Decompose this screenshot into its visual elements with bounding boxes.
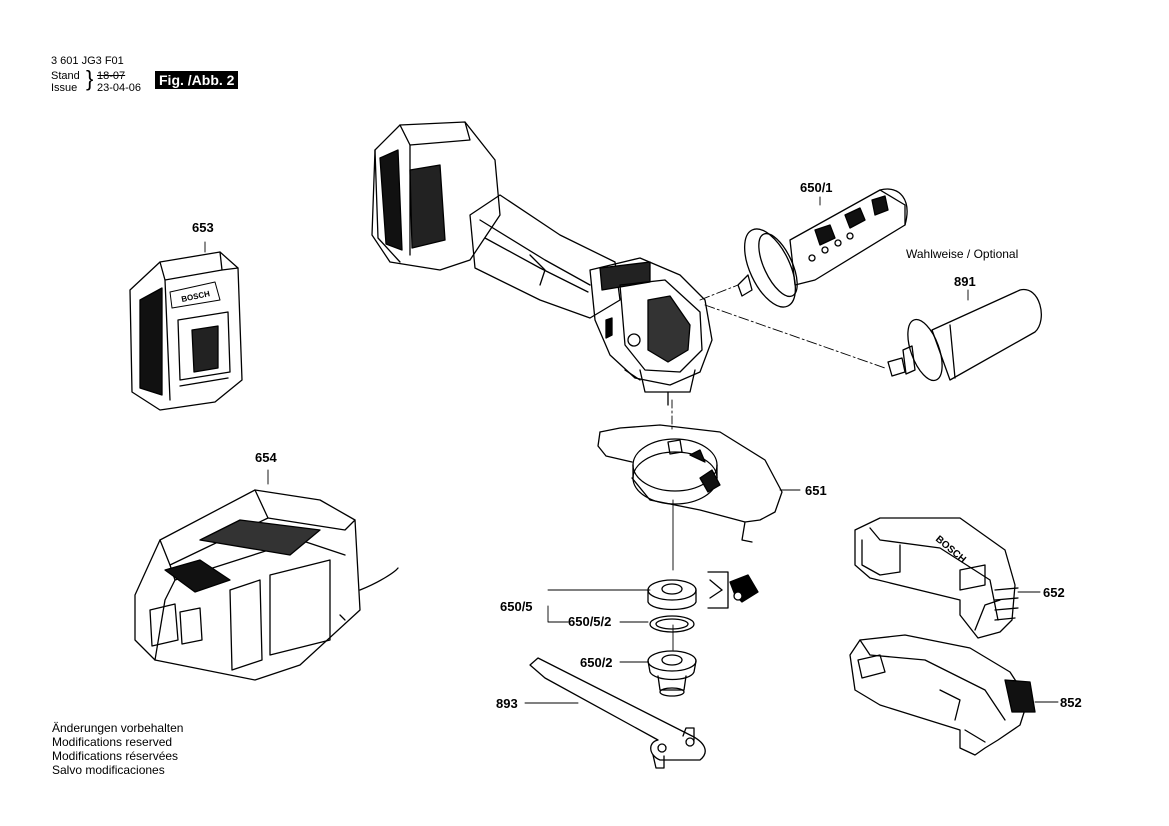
part-label-654: 654	[255, 450, 277, 465]
angle-grinder-drawing	[371, 121, 713, 406]
issue-label: Issue	[51, 82, 78, 94]
guard-651-drawing	[597, 424, 783, 543]
part-label-650-5: 650/5	[500, 599, 533, 614]
guard-brand-text: BOSCH	[933, 534, 968, 566]
doc-number: 3 601 JG3 F01	[51, 55, 124, 67]
part-label-650-2: 650/2	[580, 655, 613, 670]
footer-line-fr: Modifications réservées	[52, 749, 179, 763]
flange-650-5-drawing	[647, 579, 697, 633]
flange-650-2-drawing	[647, 650, 697, 697]
part-label-650-5-2: 650/5/2	[568, 614, 612, 629]
footer-line-es: Salvo modificaciones	[52, 763, 165, 777]
new-date: 23-04-06	[97, 82, 142, 94]
optional-note: Wahlweise / Optional	[906, 247, 1019, 261]
footer-line-de: Änderungen vorbehalten	[52, 721, 184, 735]
battery-pack-drawing: BOSCH	[129, 251, 243, 411]
stand-label: Stand	[51, 70, 80, 82]
side-handle-drawing	[737, 188, 908, 308]
footer-line-en: Modifications reserved	[52, 735, 173, 749]
part-label-852: 852	[1060, 695, 1082, 710]
guard-852-drawing	[849, 634, 1036, 756]
brace-glyph: }	[86, 66, 94, 91]
charger-drawing	[134, 489, 399, 681]
part-label-653: 653	[192, 220, 214, 235]
part-label-891: 891	[954, 274, 976, 289]
guard-652-drawing: BOSCH	[854, 517, 1019, 639]
part-label-650-1: 650/1	[800, 180, 833, 195]
part-label-893: 893	[496, 696, 518, 711]
leader-650-5-bracket	[547, 605, 569, 623]
spanner-drawing	[529, 657, 706, 769]
assembly-symbol-drawing	[707, 571, 759, 609]
svg-text:BOSCH: BOSCH	[181, 289, 211, 304]
handle-891-drawing	[887, 289, 1042, 382]
part-label-652: 652	[1043, 585, 1065, 600]
figure-label: Fig. /Abb. 2	[155, 71, 239, 89]
part-label-651: 651	[805, 483, 827, 498]
old-date: 18-07	[97, 70, 126, 82]
